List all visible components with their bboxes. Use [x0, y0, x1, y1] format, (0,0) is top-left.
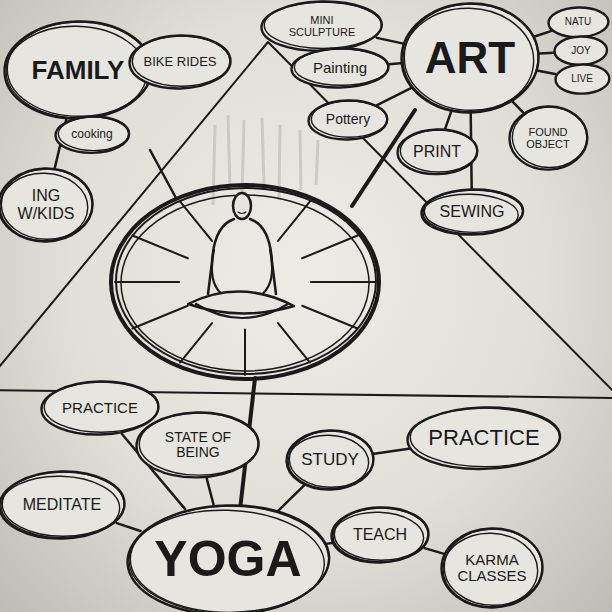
branch-line	[445, 112, 451, 129]
bubble-text: YOGA	[154, 532, 301, 587]
mind-map-bubble: LIVE	[554, 63, 611, 95]
bubble-label: BIKE RIDES	[144, 55, 217, 69]
bubble-text: FOUND OBJECT	[522, 126, 574, 150]
bubble-label: TEACH	[353, 526, 407, 544]
bubble-label: Painting	[313, 60, 367, 77]
bubble-text: ING W/KIDS	[16, 187, 76, 222]
mind-map-bubble: NATU	[547, 6, 610, 39]
branch-line	[278, 485, 304, 511]
mind-map-bubble: STUDY	[285, 429, 375, 491]
mind-map-bubble: TEACH	[330, 506, 430, 564]
bubble-label: Pottery	[326, 112, 370, 127]
bubble-label: SEWING	[440, 203, 505, 221]
bubble-text: LIVE	[571, 73, 593, 84]
branch-line	[377, 88, 411, 105]
branch-line	[374, 448, 410, 453]
bubble-text: SEWING	[440, 203, 505, 221]
bubble-label: LIVE	[571, 73, 593, 84]
mind-map-bubble: BIKE RIDES	[128, 34, 232, 90]
mind-map-bubble: JOY	[553, 35, 608, 66]
bubble-text: NATU	[565, 16, 591, 27]
bubble-label: PRACTICE	[62, 400, 138, 417]
bubble-label: KARMA CLASSES	[457, 552, 527, 585]
mind-map-bubble: cooking	[54, 115, 131, 154]
branch-line	[377, 38, 403, 44]
bubble-label: FOUND OBJECT	[522, 126, 574, 150]
bubble-label: cooking	[71, 128, 112, 141]
branch-line	[540, 51, 554, 54]
bubble-text: KARMA CLASSES	[457, 552, 527, 585]
bubble-label: STUDY	[301, 451, 359, 470]
mind-map-bubble: PRINT	[396, 128, 479, 176]
bubble-label: NATU	[565, 16, 591, 27]
mind-map-bubble: SEWING	[420, 188, 525, 236]
bubble-label: PRACTICE	[428, 426, 539, 450]
mind-map-bubble: MINI SCULPTURE	[260, 0, 383, 52]
bubble-text: Painting	[313, 60, 367, 77]
bubble-text: TEACH	[353, 526, 407, 544]
bubble-label: ART	[425, 34, 515, 82]
mind-map-bubble: Painting	[290, 47, 390, 89]
bubble-text: Pottery	[326, 112, 370, 127]
bubble-label: STATE OF BEING	[158, 430, 238, 461]
bubble-label: MEDITATE	[23, 496, 102, 514]
mind-map-bubble: Pottery	[307, 99, 389, 141]
mind-map-bubble: STATE OF BEING	[135, 411, 260, 479]
branch-line	[117, 523, 141, 531]
bubble-text: MINI SCULPTURE	[287, 14, 357, 38]
bubble-text: PRACTICE	[62, 400, 138, 417]
bubble-text: cooking	[71, 128, 112, 141]
bubble-label: JOY	[571, 45, 590, 56]
branch-line	[389, 62, 400, 65]
bubble-text: PRINT	[413, 143, 461, 161]
branch-line	[538, 71, 555, 74]
mind-map-bubble: PRACTICE	[40, 380, 160, 436]
bubble-text: JOY	[571, 45, 590, 56]
mind-map-bubble: YOGA	[126, 504, 331, 612]
mind-map-bubble: FOUND OBJECT	[508, 105, 589, 171]
bubble-text: ART	[425, 34, 515, 82]
mind-map-bubble: PRACTICE	[406, 406, 562, 470]
bubble-text: STATE OF BEING	[158, 430, 238, 461]
mind-map-bubble: MEDITATE	[0, 470, 126, 540]
bubble-text: STUDY	[301, 451, 359, 470]
bubble-text: PRACTICE	[428, 426, 539, 450]
branch-line	[513, 102, 523, 112]
bubble-label: MINI SCULPTURE	[287, 14, 357, 38]
bubble-text: MEDITATE	[23, 496, 102, 514]
mind-map-bubble: KARMA CLASSES	[440, 527, 544, 609]
bubble-text: FAMILY	[32, 56, 125, 85]
bubble-label: ING W/KIDS	[16, 187, 76, 222]
bubble-label: YOGA	[154, 532, 301, 587]
mind-map-bubble: ING W/KIDS	[0, 167, 95, 243]
mind-map-bubble: ART	[400, 2, 540, 114]
bubble-label: PRINT	[413, 143, 461, 161]
branch-line	[535, 31, 552, 37]
bubble-label: FAMILY	[32, 56, 125, 85]
bubble-text: BIKE RIDES	[144, 55, 217, 69]
branch-line	[425, 548, 444, 554]
branch-line	[207, 479, 214, 505]
